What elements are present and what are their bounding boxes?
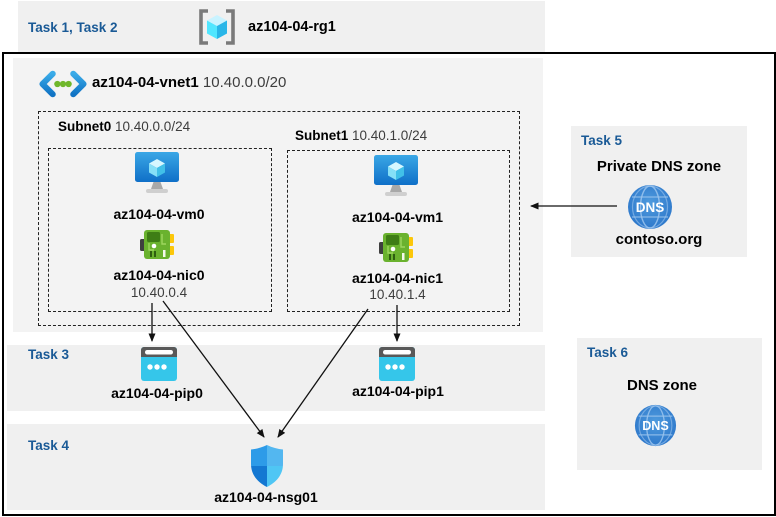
- resource-group-name: az104-04-rg1: [248, 19, 336, 35]
- task-6-label: Task 6: [587, 345, 629, 360]
- nic1-ip: 10.40.1.4: [369, 287, 426, 302]
- subnet0-box: [48, 148, 272, 312]
- task3-strip: [7, 345, 545, 411]
- pip1-label: az104-04-pip1: [352, 383, 444, 399]
- vm0-label: az104-04-vm0: [113, 206, 205, 222]
- private-dns-zone-icon: DNS: [627, 184, 673, 230]
- task-5-label: Task 5: [581, 133, 623, 148]
- subnet1-box: [287, 150, 510, 312]
- dns-zone-icon: DNS: [634, 404, 677, 447]
- nic1-label: az104-04-nic1: [351, 270, 444, 286]
- task6-box: [577, 338, 762, 470]
- dns-icon-text: DNS: [636, 200, 665, 215]
- vnet-name: az104-04-vnet1: [92, 74, 203, 91]
- dns-icon-text: DNS: [642, 419, 669, 433]
- header-strip: [18, 1, 545, 53]
- nic0-label: az104-04-nic0: [113, 267, 205, 283]
- nic0-icon: [140, 229, 174, 261]
- vm0-icon: [134, 152, 180, 195]
- nic1-icon: [379, 232, 413, 264]
- task-1-2-label: Task 1, Task 2: [28, 20, 118, 35]
- task-4-label: Task 4: [28, 438, 70, 453]
- dns-zone-heading: DNS zone: [626, 377, 697, 394]
- private-dns-zone-heading: Private DNS zone: [596, 158, 722, 175]
- pip1-icon: [379, 347, 415, 381]
- diagram-outer-border: [2, 52, 776, 516]
- nic0-ip: 10.40.0.4: [130, 285, 188, 300]
- virtual-network-icon: [38, 70, 88, 98]
- vnet-title: az104-04-vnet1 10.40.0.0/20: [92, 74, 286, 91]
- vm1-label: az104-04-vm1: [351, 209, 444, 225]
- subnet0-label: Subnet0 10.40.0.0/24: [58, 119, 191, 134]
- contoso-zone-label: contoso.org: [615, 231, 703, 248]
- task-3-label: Task 3: [28, 347, 70, 362]
- nsg-shield-icon: [250, 445, 284, 487]
- pip0-label: az104-04-pip0: [111, 385, 203, 401]
- subnet1-label: Subnet1 10.40.1.0/24: [295, 128, 428, 143]
- vnet-cidr: 10.40.0.0/20: [202, 74, 287, 91]
- vnet-panel: [13, 58, 543, 332]
- pip0-icon: [141, 347, 177, 381]
- vm1-icon: [373, 155, 419, 198]
- resource-group-icon: [197, 8, 237, 46]
- nsg-label: az104-04-nsg01: [214, 489, 318, 505]
